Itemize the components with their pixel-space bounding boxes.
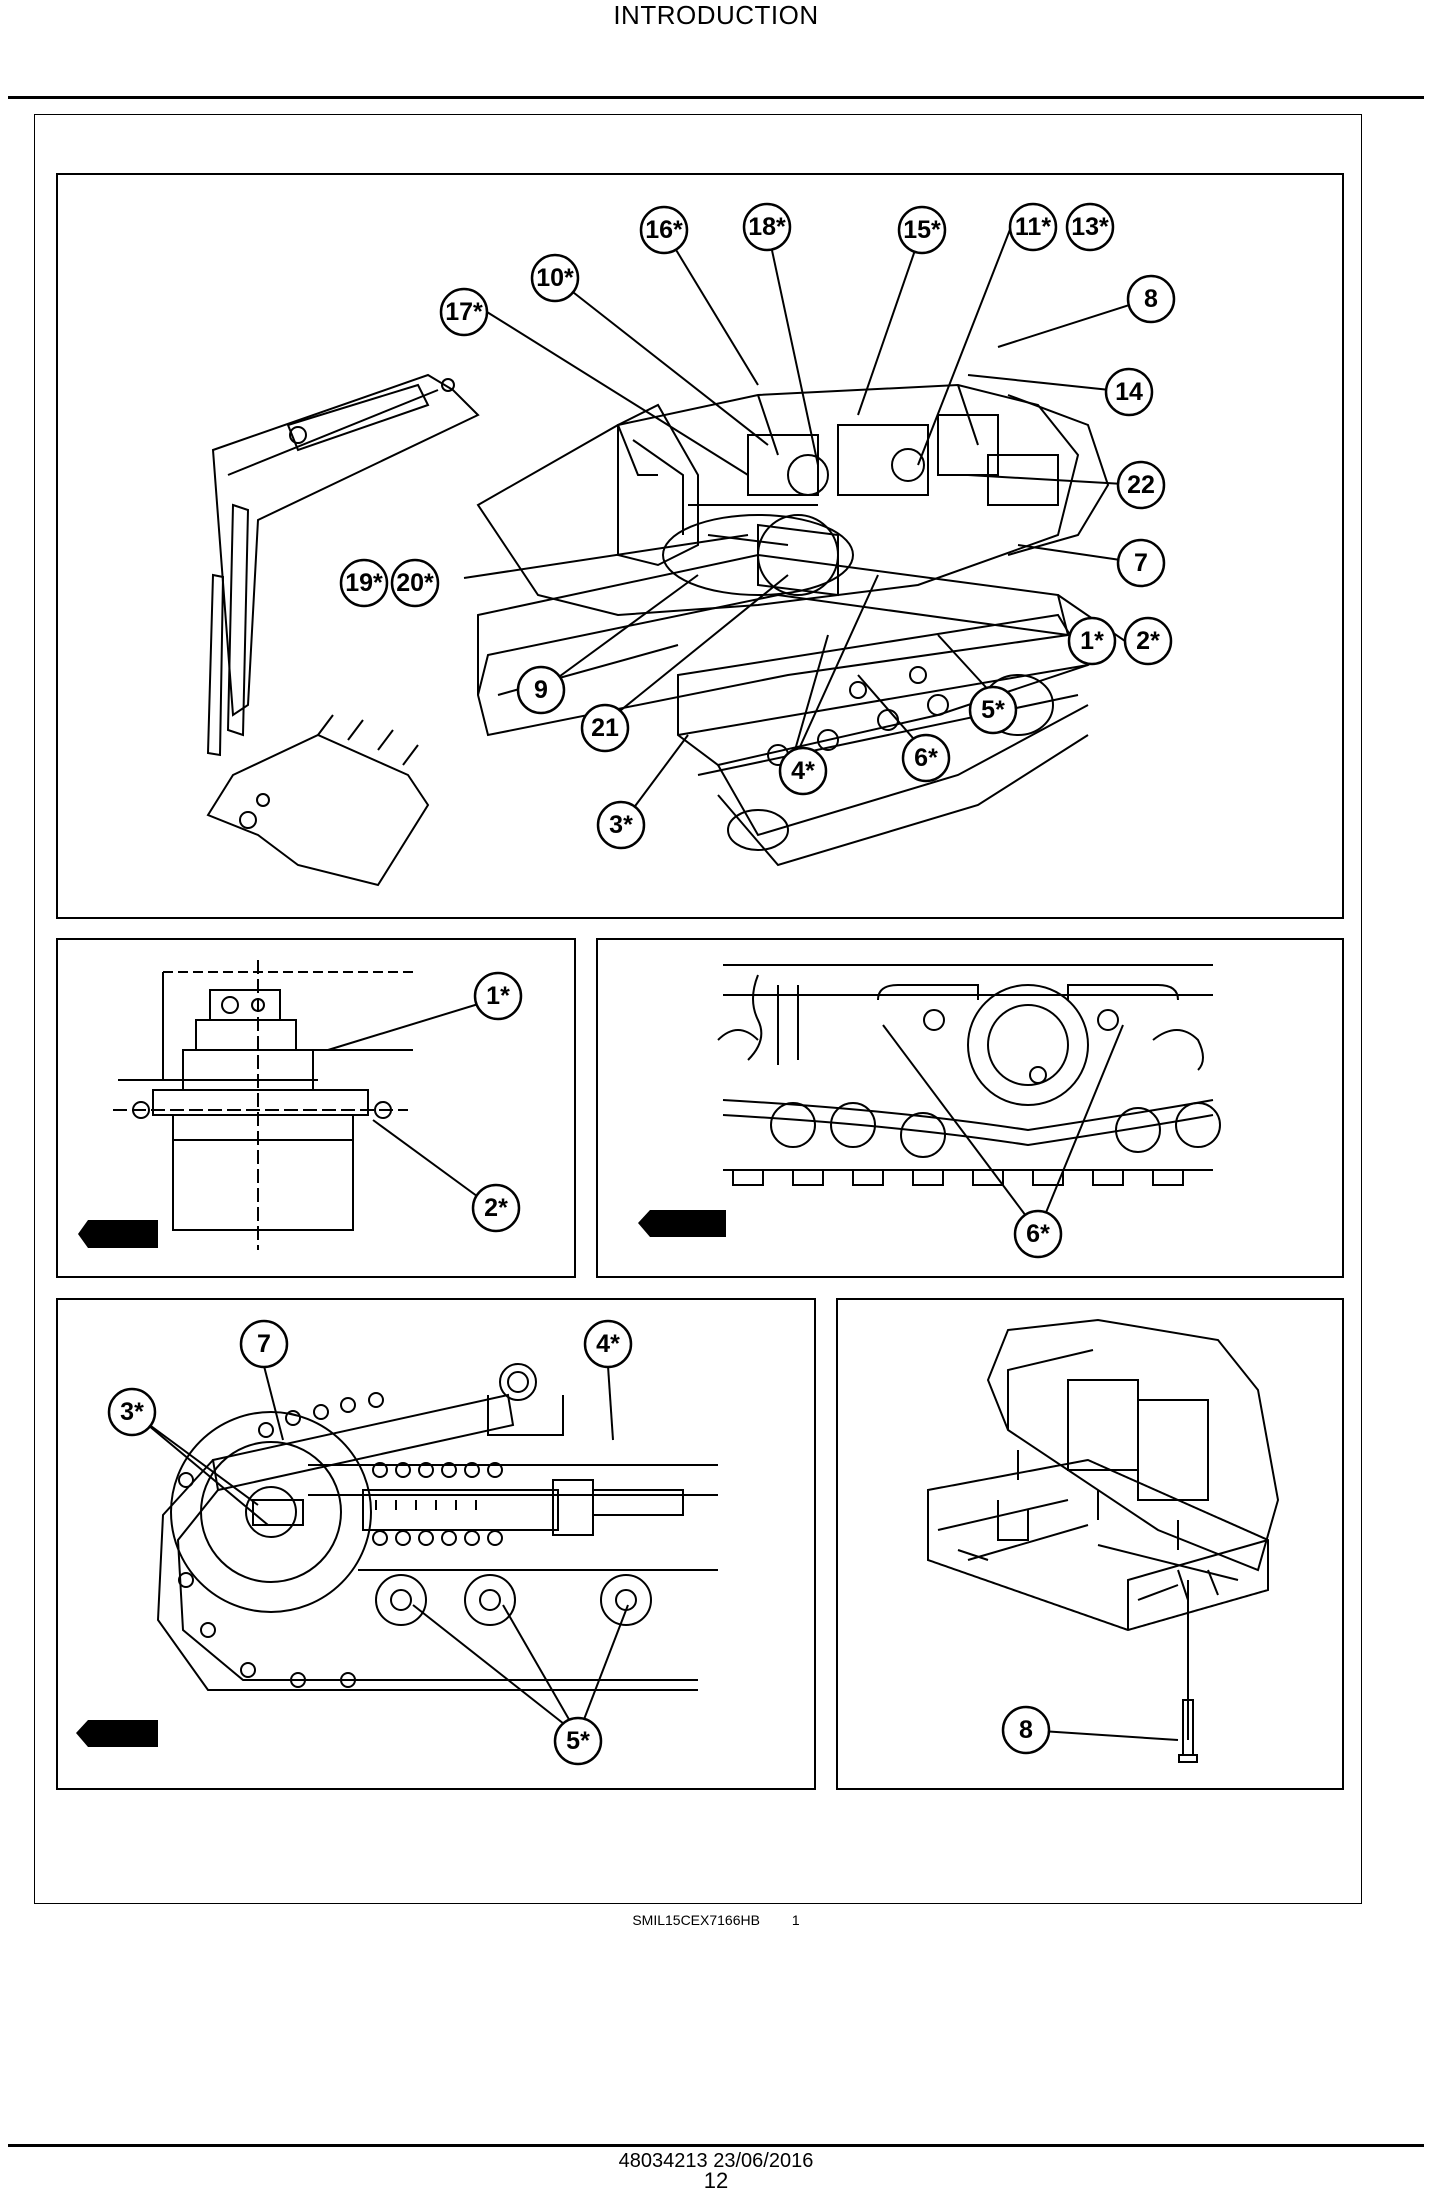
callout-label: 11* — [1015, 213, 1051, 241]
page-header-title: INTRODUCTION — [613, 0, 819, 30]
callout-label: 21 — [591, 714, 619, 742]
callout-label: 3* — [120, 1398, 144, 1426]
callout-label: 3* — [609, 811, 633, 839]
callout-label: 4* — [791, 757, 815, 785]
callout-label: 16* — [645, 216, 683, 244]
callout-label: 22 — [1127, 471, 1155, 499]
track-side-view-illustration: 7 4* 3* 5* — [76, 1319, 718, 1766]
callout-label: 14 — [1115, 378, 1143, 406]
footer-document-id: 48034213 23/06/2016 — [618, 2150, 814, 2172]
callout-label: 17* — [445, 298, 483, 326]
callout-label: 5* — [981, 696, 1005, 724]
callout-label: 7 — [257, 1330, 271, 1358]
callout-label: 8 — [1019, 1716, 1033, 1744]
callout-label: 5* — [566, 1727, 590, 1755]
callout-label: 19* — [345, 569, 383, 597]
callout-label: 18* — [748, 213, 786, 241]
callout-label: 10* — [536, 264, 574, 292]
callout-label: 8 — [1144, 285, 1158, 313]
callout-label: 2* — [1136, 627, 1160, 655]
track-rollers-illustration: 6* — [638, 964, 1221, 1259]
callout-label: 13* — [1071, 213, 1109, 241]
callout-label: 6* — [1026, 1220, 1050, 1248]
header-rule — [8, 96, 1424, 99]
callout-label: 15* — [903, 216, 941, 244]
footer-rule — [8, 2144, 1424, 2147]
callout-label: 1* — [486, 982, 510, 1010]
callout-label: 4* — [596, 1330, 620, 1358]
travel-motor-detail-panel: 1* 2* — [56, 938, 576, 1278]
track-side-view-panel: 7 4* 3* 5* — [56, 1298, 816, 1790]
travel-motor-illustration: 1* 2* — [78, 960, 523, 1250]
excavator-illustration: 16* 18* 15* 11* 13* 10* 17* 8 14 22 7 19… — [206, 202, 1176, 887]
callout-label: 20* — [396, 569, 434, 597]
callout-label: 7 — [1134, 549, 1148, 577]
figure-code: SMIL15CEX7166HB — [632, 1912, 760, 1928]
figure-frame — [34, 114, 1362, 1904]
page-number: 12 — [703, 2168, 729, 2193]
counterweight-illustration: 8 — [927, 1318, 1280, 1763]
callout-label: 2* — [484, 1194, 508, 1222]
excavator-overview-panel: 16* 18* 15* 11* 13* 10* 17* 8 14 22 7 19… — [56, 173, 1344, 919]
callout-label: 1* — [1080, 627, 1104, 655]
figure-number: 1 — [791, 1912, 800, 1928]
callout-label: 9 — [534, 676, 548, 704]
figure-reference: SMIL15CEX7166HB 1 — [0, 1912, 1432, 1928]
callout-label: 6* — [914, 744, 938, 772]
counterweight-detail-panel: 8 — [836, 1298, 1344, 1790]
track-rollers-detail-panel: 6* — [596, 938, 1344, 1278]
